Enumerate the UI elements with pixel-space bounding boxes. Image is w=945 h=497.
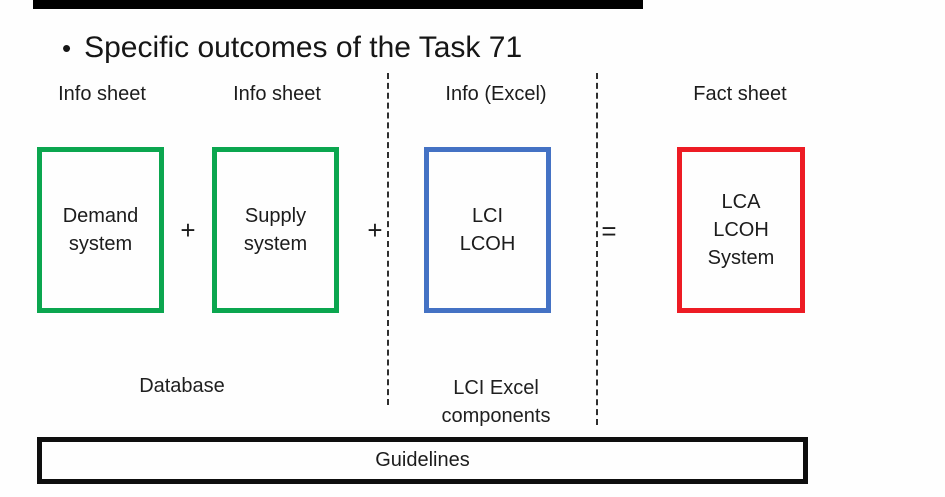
guidelines-label: Guidelines [375,449,470,471]
page-title-text: Specific outcomes of the Task 71 [84,31,523,64]
lci-excel-label-line2: components [441,405,551,427]
supply-system-box: Supply system [212,147,339,313]
page-title: • Specific outcomes of the Task 71 [62,31,522,65]
plus-operator-1: + [180,215,196,245]
supply-system-label-line2: system [243,233,308,255]
plus-operator-2: + [367,215,383,245]
database-section-label: Database [139,375,225,397]
demand-system-label-line2: system [68,233,133,255]
lci-lcoh-box: LCI LCOH [424,147,551,313]
lca-lcoh-system-box: LCA LCOH System [677,147,805,313]
lca-lcoh-system-label-line2: LCOH [713,219,769,241]
lci-excel-components-section-label: LCI Excel components [422,374,570,430]
top-crop-bar [33,0,643,9]
lca-lcoh-system-label-line3: System [707,247,775,269]
dashed-divider-line-2 [596,73,598,425]
bullet-icon: • [62,33,72,63]
dashed-divider-line-1 [387,73,389,405]
lci-excel-label-line1: LCI Excel [453,377,539,399]
column-label-info-excel: Info (Excel) [445,83,547,105]
column-label-info-sheet-1: Info sheet [58,83,146,105]
lci-lcoh-label-line1: LCI [471,205,504,227]
demand-system-label-line1: Demand [62,205,139,227]
equals-operator: = [601,216,617,246]
guidelines-box: Guidelines [37,437,808,484]
lci-lcoh-label-line2: LCOH [459,233,516,255]
column-label-info-sheet-2: Info sheet [233,83,321,105]
demand-system-box: Demand system [37,147,164,313]
supply-system-label-line1: Supply [244,205,307,227]
lca-lcoh-system-label-line1: LCA [721,191,761,213]
column-label-fact-sheet: Fact sheet [693,83,787,105]
